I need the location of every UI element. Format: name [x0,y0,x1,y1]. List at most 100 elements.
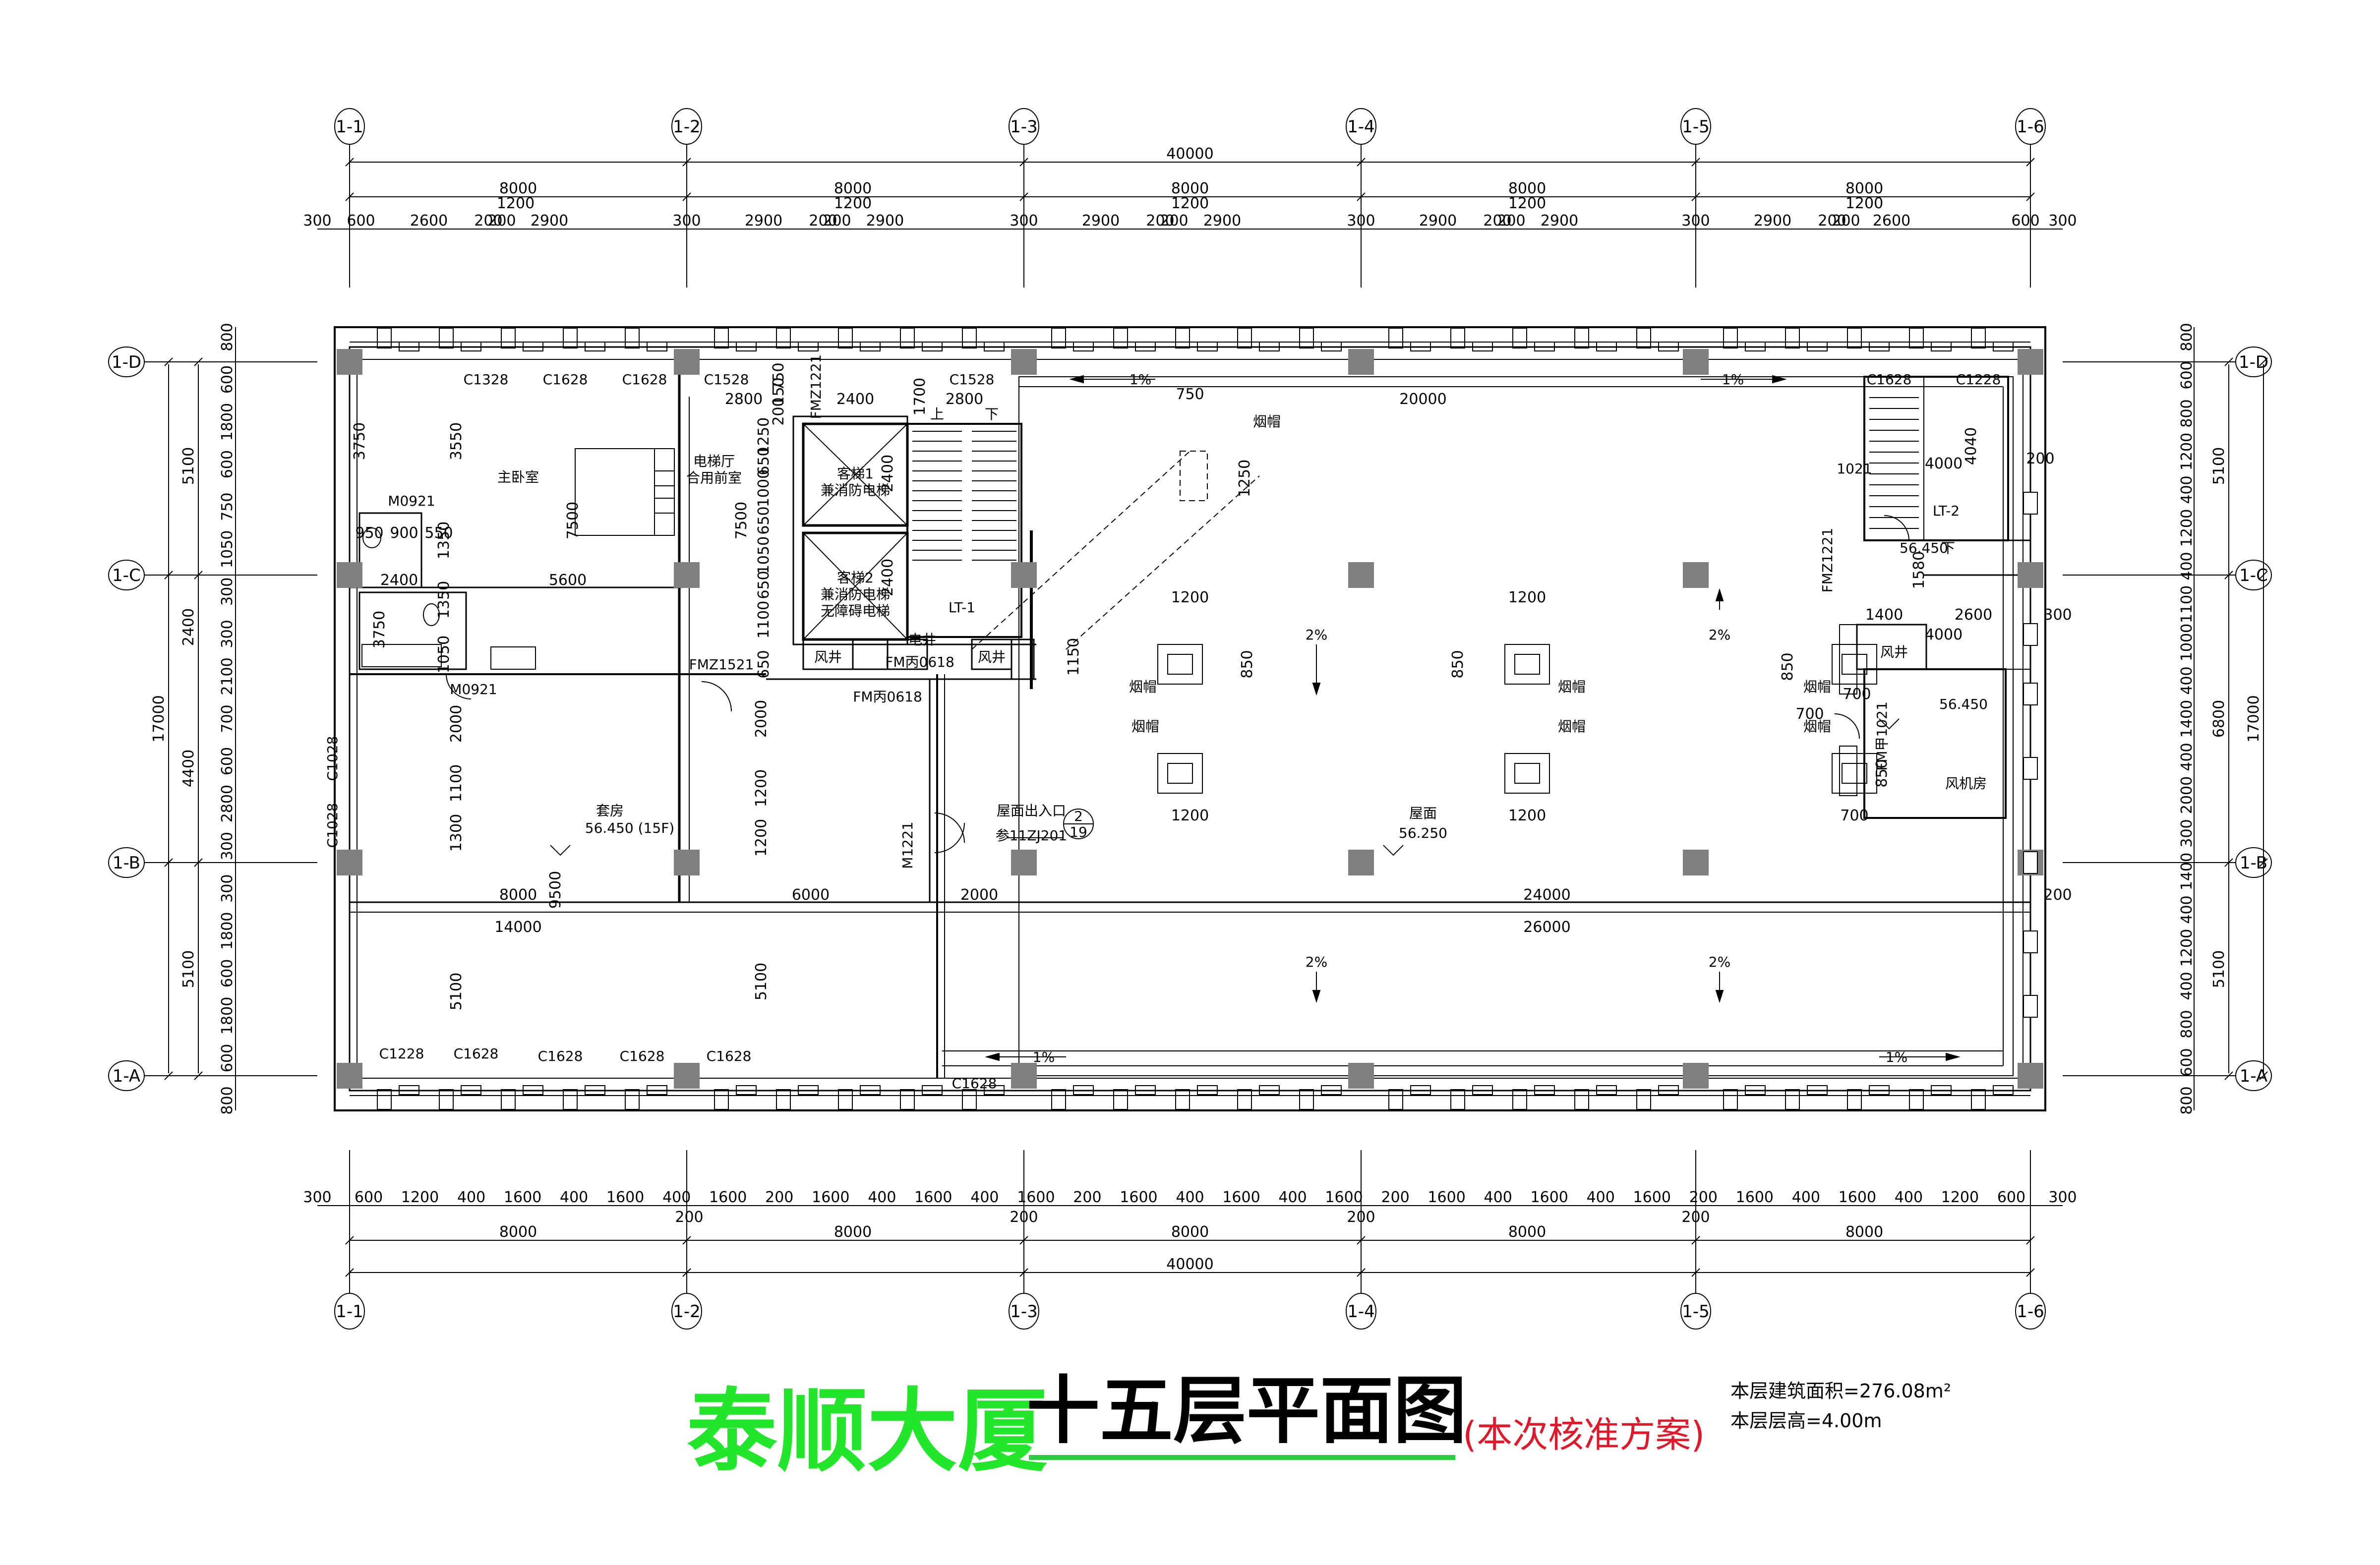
window-mullion [1723,328,1738,348]
axis-label: 1-5 [1682,1302,1710,1322]
dim-interior: 5600 [549,572,587,589]
column [2018,1063,2043,1089]
window-tag: C1028 [324,736,341,781]
window-tag: C1028 [324,803,341,848]
chimney-outer [1504,644,1550,685]
window-mullion [1847,1089,1862,1110]
dim-interior: 1200 [1171,589,1209,606]
window-tag: C1528 [704,371,749,388]
dim-interior: 850 [1779,652,1796,681]
dim-bottom-mid: 200 [675,1209,703,1226]
dim-right-detail: 600 [2178,361,2196,389]
dim-interior: 3750 [351,422,368,460]
window-pane [1534,1085,1555,1095]
door-tag: FMZ1221 [1819,528,1836,593]
chimney-label: 烟帽 [1253,413,1281,430]
column [1011,850,1037,875]
dim-tick [682,192,691,201]
elevation-markers [550,718,1900,856]
dim-tick [164,571,173,580]
axis-bubbles-right: 1-D1-C1-B1-A [2063,347,2272,1091]
chimney-inner [1514,654,1540,675]
window-pane [1931,1085,1952,1095]
window-pane [647,1085,667,1095]
window-mullion [1847,328,1862,348]
window-pane [922,1085,943,1095]
dim-interior: 9500 [547,871,564,909]
dim-bottom-bay: 8000 [499,1223,537,1241]
window-pane [1993,342,2014,351]
dim-interior: 1580 [1910,551,1928,589]
window-mullion [838,328,853,348]
dim-left-detail: 800 [219,323,236,351]
window-mullion [962,328,977,348]
dim-tick [2026,192,2035,201]
window-pane [1073,1085,1094,1095]
dim-shaft: 650 [755,447,773,475]
window-pane [1931,342,1952,351]
window-pane [1472,342,1493,351]
dim-interior: 1200 [1508,807,1546,824]
dim-bottom-detail: 1600 [914,1189,952,1206]
dim-bottom-detail: 400 [457,1189,485,1206]
window-mullion [1574,328,1589,348]
stair-treads [912,386,1919,561]
window-pane [1410,1085,1431,1095]
dim-top-detail: 200 [1497,212,1525,230]
window-mullion [1299,328,1314,348]
dim-shaft: 150 [770,377,787,406]
stair2-elevation: 56.450 [1900,540,1948,556]
dim-left-bay: 4400 [180,750,197,787]
dim-bottom-detail: 1200 [401,1189,439,1206]
dim-left-detail: 600 [219,747,236,775]
dim-left-detail: 1800 [219,912,236,950]
room-roof: 屋面 [1409,805,1437,821]
dim-interior: 1350 [435,581,453,619]
window-mullion [714,1089,729,1110]
dim-right-detail: 1200 [2178,929,2196,967]
dim-interior: 2800 [725,391,763,408]
slope-tag: 2% [1709,954,1730,970]
dim-bottom-bay: 8000 [1171,1223,1209,1241]
dim-tick [682,1268,691,1277]
window-pane [523,1085,543,1095]
window-tag: C1228 [379,1045,424,1062]
roof-entrance-ref: 参11ZJ201 [996,827,1068,844]
window-pane [1658,1085,1679,1095]
room-fan-room: 风机房 [1945,775,1987,792]
stair-lt1: LT-1 [949,599,975,616]
dim-right-detail: 2000 [2178,776,2196,814]
window-mullion [838,1089,853,1110]
dim-interior: 2000 [753,700,770,738]
window-tag: C1628 [543,371,588,388]
dim-shaft: 1000 [755,469,773,507]
dim-top-detail: 300 [672,212,701,230]
chimney-inner [1514,763,1540,784]
dim-tick [2259,858,2268,867]
dim-bottom-detail: 1600 [812,1189,849,1206]
pilaster [2023,851,2038,874]
chimney-label: 烟帽 [1803,679,1831,695]
axis-label: 1-A [113,1066,140,1086]
dim-interior: 2800 [946,391,983,408]
window-mullion [563,328,578,348]
slope-tag: 2% [1306,954,1327,970]
dim-interior: 14000 [494,919,541,936]
dim-shaft: 650 [755,571,773,599]
window-pane [399,1085,419,1095]
detail-sheet: 19 [1070,824,1087,840]
window-mullion [1909,1089,1924,1110]
window-mullion [1512,328,1527,348]
window-pane [1807,342,1828,351]
dim-bottom-detail: 1600 [504,1189,541,1206]
dim-right-detail: 1100 [2178,585,2196,623]
dim-shaft: 2400 [879,559,896,596]
column [674,562,700,588]
dim-top-detail: 2600 [410,212,448,230]
dim-right-detail: 600 [2178,1048,2196,1076]
dim-top-detail: 2900 [1082,212,1120,230]
window-pane [1321,342,1342,351]
dim-top-bay: 8000 [1171,180,1209,197]
